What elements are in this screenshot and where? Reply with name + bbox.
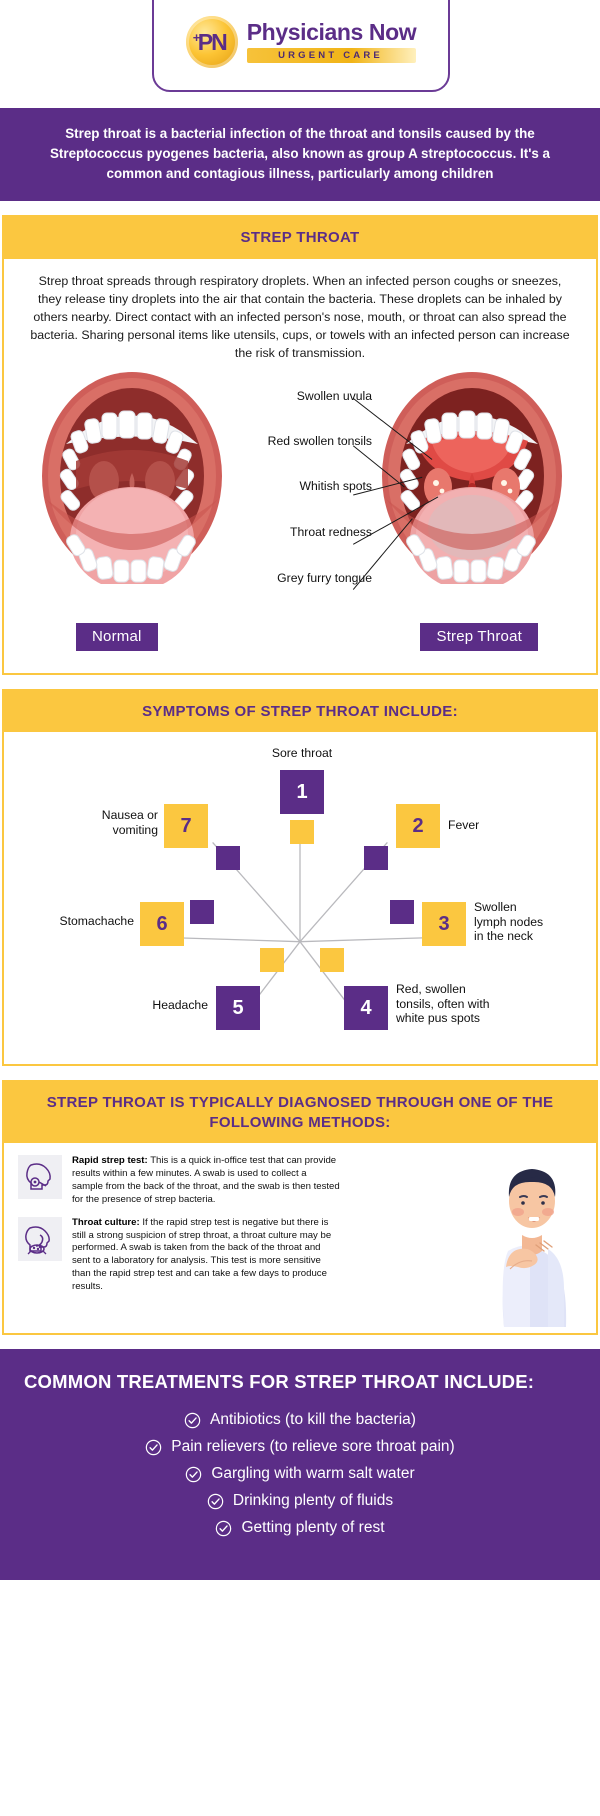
logo-monogram: PN bbox=[197, 28, 228, 55]
strep-throat-card: STREP THROAT Strep throat spreads throug… bbox=[2, 215, 598, 675]
spacer bbox=[0, 1066, 600, 1081]
callout-whitish-spots: Whitish spots bbox=[299, 478, 372, 493]
symptoms-body: Sore throat 1 Nausea or vomiting 7 2 Fev… bbox=[4, 732, 596, 1064]
symptom-node-7[interactable]: 7 bbox=[164, 804, 208, 849]
treatments-section: COMMON TREATMENTS FOR STREP THROAT INCLU… bbox=[0, 1349, 600, 1581]
chip-lower-right bbox=[320, 948, 344, 973]
symptoms-card: SYMPTOMS OF STREP THROAT INCLUDE: bbox=[2, 688, 598, 1067]
strep-throat-heading: STREP THROAT bbox=[4, 217, 596, 259]
callout-grey-furry-tongue: Grey furry tongue bbox=[277, 570, 372, 585]
logo-frame: + PN Physicians Now URGENT CARE bbox=[152, 0, 450, 92]
symptom-label-3: Swollen lymph nodes in the neck bbox=[474, 900, 544, 944]
symptom-node-2[interactable]: 2 bbox=[396, 804, 440, 849]
treatment-item: Pain relievers (to relieve sore throat p… bbox=[24, 1438, 576, 1456]
chip-lower-left bbox=[260, 948, 284, 973]
throat-culture-body: If the rapid strep test is negative but … bbox=[72, 1216, 332, 1292]
mouth-comparison: Swollen uvula Red swollen tonsils Whitis… bbox=[26, 369, 574, 619]
rapid-strep-test-text: Rapid strep test: This is a quick in-off… bbox=[72, 1155, 340, 1206]
symptom-node-5[interactable]: 5 bbox=[216, 986, 260, 1031]
strep-callout-labels: Swollen uvula Red swollen tonsils Whitis… bbox=[212, 375, 372, 585]
diagnosis-method-culture: Throat culture: If the rapid strep test … bbox=[18, 1216, 582, 1294]
check-circle-icon bbox=[207, 1493, 224, 1510]
intro-banner: Strep throat is a bacterial infection of… bbox=[0, 108, 600, 202]
check-circle-icon bbox=[146, 1439, 162, 1456]
symptom-node-4[interactable]: 4 bbox=[344, 986, 388, 1031]
symptom-label-2: Fever bbox=[448, 818, 480, 833]
callout-swollen-uvula: Swollen uvula bbox=[296, 388, 372, 403]
rapid-strep-test-body: This is a quick in-office test that can … bbox=[72, 1155, 340, 1205]
throat-culture-title: Throat culture: bbox=[72, 1216, 140, 1228]
symptom-label-1: Sore throat bbox=[271, 746, 333, 761]
treatment-label: Pain relievers (to relieve sore throat p… bbox=[171, 1438, 455, 1456]
logo-header: + PN Physicians Now URGENT CARE bbox=[0, 0, 600, 108]
treatment-item: Antibiotics (to kill the bacteria) bbox=[24, 1411, 576, 1429]
chip-mid-right bbox=[390, 900, 414, 925]
diagnosis-heading: STREP THROAT IS TYPICALLY DIAGNOSED THRO… bbox=[4, 1082, 596, 1144]
intro-text: Strep throat is a bacterial infection of… bbox=[49, 126, 550, 181]
chip-top bbox=[290, 820, 314, 845]
treatment-item: Getting plenty of rest bbox=[24, 1519, 576, 1537]
brand-tagline: URGENT CARE bbox=[246, 47, 417, 63]
spacer bbox=[0, 674, 600, 689]
treatment-item: Drinking plenty of fluids bbox=[24, 1492, 576, 1510]
check-circle-icon bbox=[186, 1466, 202, 1483]
symptom-node-6[interactable]: 6 bbox=[140, 902, 184, 947]
treatment-item: Gargling with warm salt water bbox=[24, 1465, 576, 1483]
chip-mid-left bbox=[190, 900, 214, 925]
pn-coin-icon: + PN bbox=[185, 16, 238, 68]
symptom-node-3[interactable]: 3 bbox=[422, 902, 466, 947]
diagnosis-method-rapid: Rapid strep test: This is a quick in-off… bbox=[18, 1155, 582, 1206]
callout-red-swollen-tonsils: Red swollen tonsils bbox=[267, 433, 372, 448]
mouth-badges: Normal Strep Throat bbox=[26, 622, 574, 657]
brand-logo: + PN Physicians Now URGENT CARE bbox=[185, 16, 417, 68]
treatment-label: Drinking plenty of fluids bbox=[232, 1492, 394, 1510]
badge-strep-throat: Strep Throat bbox=[420, 622, 538, 651]
callout-throat-redness: Throat redness bbox=[290, 524, 372, 539]
diagnosis-card: STREP THROAT IS TYPICALLY DIAGNOSED THRO… bbox=[2, 1080, 598, 1336]
strep-throat-paragraph: Strep throat spreads through respiratory… bbox=[30, 273, 570, 360]
spacer bbox=[0, 201, 600, 216]
symptom-label-7: Nausea or vomiting bbox=[101, 808, 158, 837]
rapid-strep-test-title: Rapid strep test: bbox=[72, 1155, 148, 1167]
chip-upper-right bbox=[364, 846, 388, 871]
symptom-node-1[interactable]: 1 bbox=[280, 770, 324, 815]
chip-upper-left bbox=[216, 846, 240, 871]
diagnosis-body: Rapid strep test: This is a quick in-off… bbox=[4, 1143, 596, 1333]
sore-throat-person-illustration bbox=[502, 1169, 567, 1328]
symptom-label-4: Red, swollen tonsils, often with white p… bbox=[396, 982, 490, 1026]
symptom-label-5: Headache bbox=[152, 998, 208, 1013]
symptoms-heading: SYMPTOMS OF STREP THROAT INCLUDE: bbox=[4, 690, 596, 733]
plus-icon: + bbox=[192, 30, 201, 45]
treatment-label: Getting plenty of rest bbox=[241, 1519, 385, 1537]
head-throat-swab-icon bbox=[18, 1155, 62, 1200]
treatments-list: Antibiotics (to kill the bacteria) Pain … bbox=[24, 1411, 576, 1537]
strep-throat-body: Strep throat spreads through respiratory… bbox=[4, 259, 596, 673]
check-circle-icon bbox=[184, 1412, 201, 1429]
treatment-label: Gargling with warm salt water bbox=[211, 1465, 415, 1483]
normal-mouth-illustration bbox=[42, 371, 222, 584]
logo-text: Physicians Now URGENT CARE bbox=[246, 19, 417, 63]
strep-mouth-illustration bbox=[382, 371, 562, 584]
check-circle-icon bbox=[216, 1520, 232, 1537]
treatments-heading: COMMON TREATMENTS FOR STREP THROAT INCLU… bbox=[24, 1371, 535, 1393]
brand-name: Physicians Now bbox=[246, 19, 417, 46]
throat-culture-text: Throat culture: If the rapid strep test … bbox=[72, 1217, 340, 1294]
head-throat-culture-icon bbox=[18, 1216, 62, 1261]
symptoms-radial-diagram: Sore throat 1 Nausea or vomiting 7 2 Fev… bbox=[18, 742, 582, 1052]
symptom-label-6: Stomachache bbox=[59, 914, 134, 929]
badge-normal: Normal bbox=[76, 622, 158, 651]
treatment-label: Antibiotics (to kill the bacteria) bbox=[210, 1411, 416, 1429]
